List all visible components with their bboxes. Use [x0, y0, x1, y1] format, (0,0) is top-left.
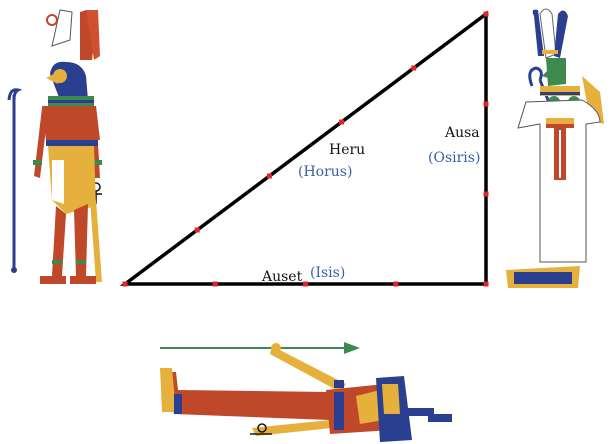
hypotenuse-name: Heru	[329, 142, 365, 158]
vertical-leg-name: Ausa	[444, 125, 480, 141]
osiris-figure	[506, 8, 604, 288]
right-triangle	[119, 10, 488, 286]
horus-figure	[7, 9, 102, 284]
base-name: Auset	[261, 269, 303, 285]
hypotenuse-tick-1	[194, 227, 200, 233]
isis-figure	[160, 342, 452, 442]
division-ticks	[122, 11, 489, 287]
hypotenuse-tick-3	[339, 119, 345, 125]
hypotenuse-tick-4	[411, 65, 417, 71]
hypotenuse-alt: (Horus)	[298, 164, 352, 180]
base-tick-2	[303, 281, 308, 287]
triangle-labels: Heru (Horus) Ausa (Osiris) Auset (Isis)	[261, 125, 480, 285]
hypotenuse-tick-5	[483, 11, 489, 17]
hypotenuse-tick-0	[122, 281, 128, 287]
vertical-tick-2	[483, 101, 489, 107]
vertical-tick-0	[483, 281, 489, 287]
vertical-tick-1	[483, 191, 489, 197]
base-tick-1	[212, 281, 218, 287]
vertical-leg-alt: (Osiris)	[428, 150, 480, 166]
hypotenuse-tick-2	[266, 173, 272, 179]
base-alt: (Isis)	[310, 265, 345, 281]
triangle-outline	[119, 10, 488, 286]
base-tick-3	[393, 281, 399, 287]
